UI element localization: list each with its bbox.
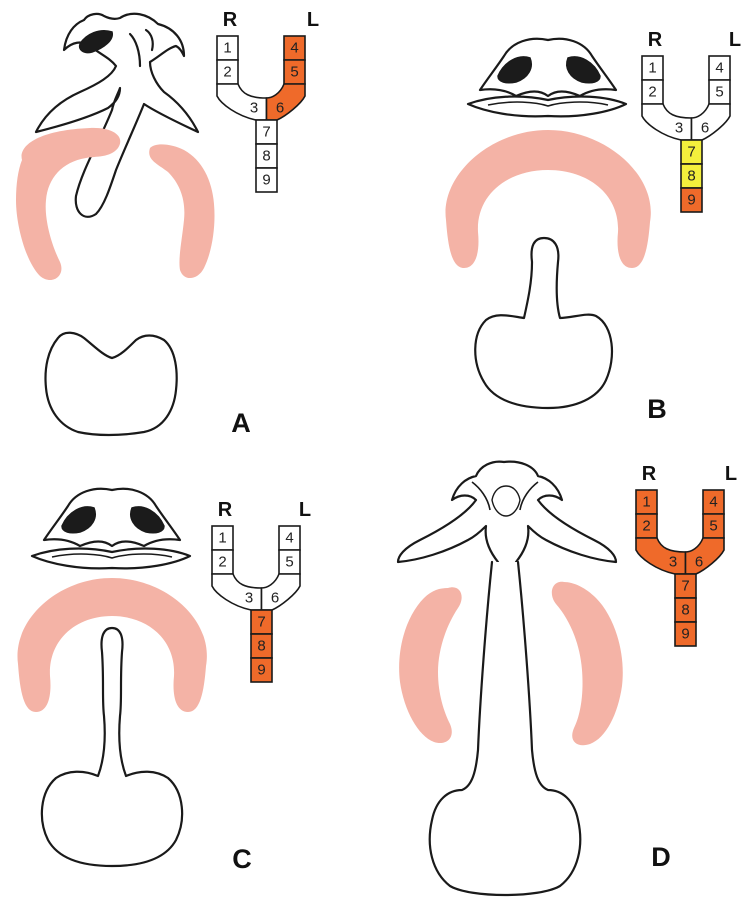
panel-a-label-right: R: [223, 9, 238, 31]
panel-b-cell-6-number: 6: [701, 120, 709, 137]
panel-d-cell-8-number: 8: [681, 602, 689, 619]
panel-a-cell-4-number: 4: [290, 40, 298, 57]
panel-c-cell-8-number: 8: [257, 638, 265, 655]
panel-b-cell-2-number: 2: [648, 84, 656, 101]
panel-c-cell-1-number: 1: [218, 530, 226, 547]
panel-c-grid: 1 2 3 4 5 67 8 9: [212, 526, 300, 682]
panel-b-cell-6: [692, 104, 731, 140]
panel-a-cell-1-number: 1: [223, 40, 231, 57]
panel-c-cell-9-number: 9: [257, 662, 265, 679]
panel-b-cell-7-number: 7: [687, 144, 695, 161]
panel-c-cell-7-number: 7: [257, 614, 265, 631]
panel-d-label-left: L: [725, 463, 737, 485]
panel-b-cell-5-number: 5: [715, 84, 723, 101]
panel-b-label-left: L: [729, 29, 741, 51]
panel-b-label-right: R: [648, 29, 663, 51]
panel-d-cell-7-number: 7: [681, 578, 689, 595]
panel-b-cell-8-number: 8: [687, 168, 695, 185]
panel-a: 1 2 3 4 5 67 8 9 R L A: [16, 9, 319, 438]
panel-b-cell-3: [642, 104, 692, 140]
panel-b-cell-9-number: 9: [687, 192, 695, 209]
panel-d-label-right: R: [642, 463, 657, 485]
panel-a-cell-3: [217, 84, 267, 120]
panel-a-cell-2-number: 2: [223, 64, 231, 81]
panel-b-tongue: [475, 238, 612, 408]
panel-d-cell-5-number: 5: [709, 518, 717, 535]
panel-d-grid: 1 2 3 4 5 67 8 9: [636, 490, 724, 646]
panel-b-nose: [468, 39, 626, 117]
panel-d-muscle-right: [399, 587, 462, 743]
panel-c-cell-5-number: 5: [285, 554, 293, 571]
panel-a-tongue: [46, 333, 177, 435]
panel-b-cell-4-number: 4: [715, 60, 723, 77]
panel-a-nose: [36, 14, 198, 217]
panel-c-cell-3: [212, 574, 262, 610]
panel-c-cell-3-number: 3: [245, 590, 253, 607]
panel-c-label-right: R: [218, 499, 233, 521]
panel-a-grid: 1 2 3 4 5 67 8 9: [217, 36, 305, 192]
panel-a-cell-6: [267, 84, 306, 120]
panel-c: 1 2 3 4 5 67 8 9 R L C: [17, 489, 311, 874]
panel-a-muscle-right: [16, 128, 120, 280]
panel-d-cell-1-number: 1: [642, 494, 650, 511]
panel-c-cell-4-number: 4: [285, 530, 293, 547]
panel-a-label-left: L: [307, 9, 319, 31]
panel-a-letter: A: [231, 408, 251, 438]
panel-d: 1 2 3 4 5 67 8 9 R L D: [398, 462, 737, 895]
panel-b-cell-1-number: 1: [648, 60, 656, 77]
panel-d-cell-9-number: 9: [681, 626, 689, 643]
panel-d-letter: D: [651, 842, 671, 872]
panel-c-nose: [32, 489, 190, 569]
panel-c-letter: C: [232, 844, 252, 874]
panel-d-cell-2-number: 2: [642, 518, 650, 535]
panel-a-muscle-left: [149, 144, 214, 278]
panel-c-cell-6: [262, 574, 301, 610]
panel-d-cell-4-number: 4: [709, 494, 717, 511]
panel-b: 1 2 3 4 5 67 8 9 R L B: [446, 29, 742, 424]
panel-c-cell-6-number: 6: [271, 590, 279, 607]
panel-a-cell-7-number: 7: [262, 124, 270, 141]
panel-c-label-left: L: [299, 499, 311, 521]
panel-a-cell-5-number: 5: [290, 64, 298, 81]
panel-b-grid: 1 2 3 4 5 67 8 9: [642, 56, 730, 212]
panel-d-cell-6-number: 6: [695, 554, 703, 571]
panel-d-muscle-left: [552, 582, 623, 745]
panel-a-cell-8-number: 8: [262, 148, 270, 165]
panel-b-letter: B: [647, 394, 667, 424]
panel-d-cell-6: [686, 538, 725, 574]
panel-d-cell-3: [636, 538, 686, 574]
panel-a-cell-3-number: 3: [250, 100, 258, 117]
panel-c-tongue: [42, 628, 182, 866]
panel-d-cell-3-number: 3: [669, 554, 677, 571]
panel-b-cell-3-number: 3: [675, 120, 683, 137]
panel-c-cell-2-number: 2: [218, 554, 226, 571]
panel-a-cell-6-number: 6: [276, 100, 284, 117]
panel-a-cell-9-number: 9: [262, 172, 270, 189]
